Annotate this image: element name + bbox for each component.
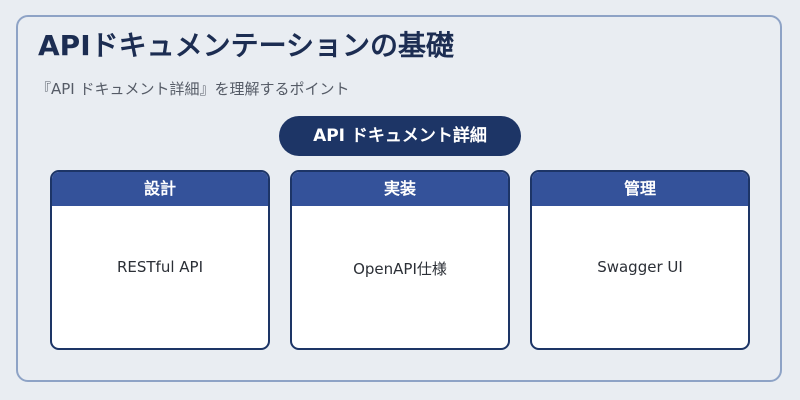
card-design: 設計 RESTful API (50, 170, 270, 350)
card-header-implementation: 実装 (292, 172, 508, 206)
card-body-design: RESTful API (116, 258, 204, 276)
page-subtitle: 『API ドキュメント詳細』を理解するポイント (36, 80, 350, 98)
page-title: APIドキュメンテーションの基礎 (38, 29, 455, 62)
card-body-implementation: OpenAPI仕様 (353, 260, 447, 278)
card-header-design: 設計 (52, 172, 268, 206)
card-header-management: 管理 (532, 172, 748, 206)
center-topic-pill: API ドキュメント詳細 (279, 116, 521, 156)
card-implementation: 実装 OpenAPI仕様 (290, 170, 510, 350)
card-management: 管理 Swagger UI (530, 170, 750, 350)
card-body-management: Swagger UI (597, 258, 683, 276)
